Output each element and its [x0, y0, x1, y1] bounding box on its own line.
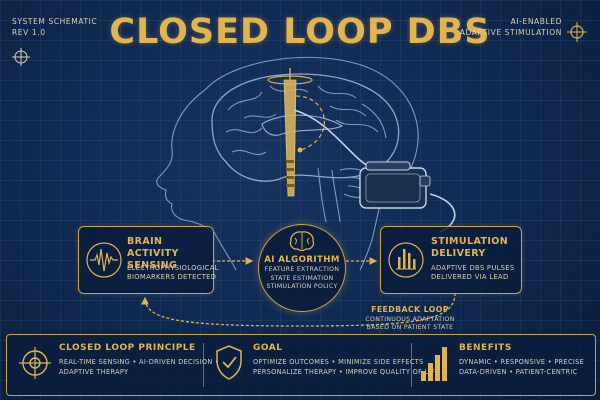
sensing-card: BRAIN ACTIVITY SENSING ELECTROPHYSIOLOGI…: [78, 226, 218, 294]
bar-chart-icon: [421, 347, 447, 381]
benefits-text-2: DATA-DRIVEN • PATIENT-CENTRIC: [459, 368, 578, 376]
summary-bar: CLOSED LOOP PRINCIPLE REAL-TIME SENSING …: [6, 334, 596, 396]
pulse-bars-icon: [388, 242, 424, 278]
ai-algorithm-text: AI ALGORITHM FEATURE EXTRACTION STATE ES…: [264, 255, 340, 290]
header-right: AI-ENABLED ADAPTIVE STIMULATION: [460, 16, 562, 38]
principle-text-2: ADAPTIVE THERAPY: [59, 368, 129, 376]
goal-title: GOAL: [253, 343, 283, 353]
sensing-description: ELECTROPHYSIOLOGICAL BIOMARKERS DETECTED: [127, 264, 219, 281]
goal-text-2: PERSONALIZE THERAPY • IMPROVE QUALITY OF…: [253, 368, 440, 376]
stimulation-title: STIMULATION DELIVERY: [431, 236, 509, 259]
crosshair-icon: [12, 48, 30, 66]
ai-algorithm-node: AI ALGORITHM FEATURE EXTRACTION STATE ES…: [258, 224, 346, 312]
goal-text-1: OPTIMIZE OUTCOMES • MINIMIZE SIDE EFFECT…: [253, 358, 424, 366]
target-point: [297, 147, 303, 153]
pulse-generator-device: [359, 161, 431, 209]
benefits-text-1: DYNAMIC • RESPONSIVE • PRECISE: [459, 358, 585, 366]
dbs-electrode-lead: [267, 68, 313, 197]
face-profile: [156, 89, 213, 233]
ai-enabled-label: AI-ENABLED: [510, 17, 562, 26]
waveform-icon: [86, 242, 122, 278]
revision-label: REV 1.0: [12, 28, 46, 37]
divider: [411, 343, 412, 387]
benefits-section: BENEFITS DYNAMIC • RESPONSIVE • PRECISE …: [459, 343, 584, 377]
stimulation-card: STIMULATION DELIVERY ADAPTIVE DBS PULSES…: [380, 226, 522, 294]
target-icon: [19, 347, 51, 379]
crosshair-icon: [567, 22, 587, 42]
principle-title: CLOSED LOOP PRINCIPLE: [59, 343, 196, 353]
principle-section: CLOSED LOOP PRINCIPLE REAL-TIME SENSING …: [59, 343, 219, 377]
brain-icon: [289, 231, 315, 252]
sensing-title: BRAIN ACTIVITY SENSING: [127, 236, 179, 271]
divider: [203, 343, 204, 387]
stimulation-description: ADAPTIVE DBS PULSES DELIVERED VIA LEAD: [431, 264, 515, 281]
benefits-title: BENEFITS: [459, 343, 512, 353]
feedback-loop-label: FEEDBACK LOOP CONTINUOUS ADAPTATION BASE…: [365, 305, 455, 331]
adaptive-stimulation-label: ADAPTIVE STIMULATION: [459, 28, 562, 37]
header-left: SYSTEM SCHEMATIC REV 1.0: [12, 16, 97, 38]
schematic-label: SYSTEM SCHEMATIC: [12, 17, 98, 26]
page-title: CLOSED LOOP DBS: [109, 12, 491, 52]
goal-section: GOAL OPTIMIZE OUTCOMES • MINIMIZE SIDE E…: [253, 343, 439, 377]
shield-check-icon: [216, 345, 242, 380]
principle-text-1: REAL-TIME SENSING • AI-DRIVEN DECISION •: [59, 358, 220, 366]
targeting-arc: [295, 95, 325, 151]
